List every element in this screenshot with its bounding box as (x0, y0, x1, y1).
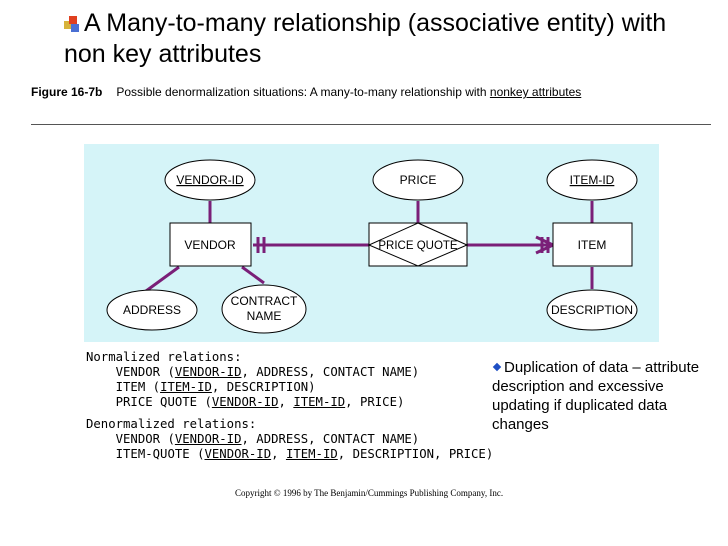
attr-address-ellipse (106, 289, 198, 331)
figure-label: Figure 16-7b (31, 85, 103, 99)
relation-price-quote: PRICE QUOTE (VENDOR-ID, ITEM-ID, PRICE) (115, 395, 405, 409)
denormalized-header: Denormalized relations: (86, 417, 257, 431)
relation-vendor: VENDOR (VENDOR-ID, ADDRESS, CONTACT NAME… (115, 365, 420, 379)
entity-item: ITEM (578, 238, 607, 252)
copyright-text: Copyright © 1996 by The Benjamin/Cumming… (235, 488, 504, 498)
slide-title-text: A Many-to-many relationship (associative… (64, 9, 667, 68)
figure-caption-underlined: nonkey attributes (489, 85, 582, 99)
attr-price: PRICE (400, 173, 437, 187)
relation-item: ITEM (ITEM-ID, DESCRIPTION) (115, 380, 316, 394)
attr-contract-name-ellipse (221, 284, 307, 334)
relations-text: Normalized relations: VENDOR (VENDOR-ID,… (86, 350, 493, 462)
attr-vendor-id: VENDOR-ID (176, 173, 244, 187)
entity-price-quote-diamond (367, 222, 469, 267)
key-item-id: ITEM-ID (160, 380, 212, 394)
key-item-id: ITEM-ID (285, 447, 338, 461)
slide-title: A Many-to-many relationship (associative… (64, 8, 714, 70)
key-vendor-id: VENDOR-ID (174, 365, 242, 379)
note-text: Duplication of data – attribute descript… (492, 359, 700, 433)
er-diagram-svg: VENDOR-ID PRICE ITEM-ID ADDRESS CONTRACT… (106, 159, 638, 334)
bullet-squares-icon (64, 16, 80, 32)
diamond-bullet-icon (492, 362, 502, 372)
key-vendor-id: VENDOR-ID (204, 447, 272, 461)
line-vendor-contract (241, 265, 265, 285)
entity-item-box (552, 222, 633, 267)
relation-item-quote: ITEM-QUOTE (VENDOR-ID, ITEM-ID, DESCRIPT… (115, 447, 494, 461)
bullet-note: Duplication of data – attribute descript… (492, 358, 702, 434)
key-vendor-id: VENDOR-ID (174, 432, 242, 446)
normalized-header: Normalized relations: (86, 350, 242, 364)
connector-lines (145, 201, 594, 293)
line-vendor-address (145, 265, 180, 293)
er-diagram: VENDOR-ID PRICE ITEM-ID ADDRESS CONTRACT… (84, 144, 659, 342)
attr-description: DESCRIPTION (551, 303, 633, 317)
attr-vendor-id-ellipse (164, 159, 256, 201)
attr-description-ellipse (546, 289, 638, 331)
key-vendor-id: VENDOR-ID (211, 395, 279, 409)
relation-vendor-denorm: VENDOR (VENDOR-ID, ADDRESS, CONTACT NAME… (115, 432, 420, 446)
attr-item-id-ellipse (546, 159, 638, 201)
key-item-id: ITEM-ID (293, 395, 346, 409)
entity-price-quote: PRICE QUOTE (378, 240, 458, 252)
attr-contract-line1: CONTRACT (231, 294, 298, 308)
attr-address: ADDRESS (123, 303, 181, 317)
figure-caption-text: Possible denormalization situations: A m… (116, 85, 490, 99)
caption-divider (31, 124, 711, 125)
attr-price-ellipse (372, 159, 464, 201)
entity-vendor: VENDOR (184, 238, 236, 252)
attr-contract-line2: NAME (247, 309, 282, 323)
entity-vendor-box (169, 222, 252, 267)
figure-caption: Figure 16-7b Possible denormalization sit… (31, 85, 581, 99)
attr-item-id: ITEM-ID (570, 173, 615, 187)
